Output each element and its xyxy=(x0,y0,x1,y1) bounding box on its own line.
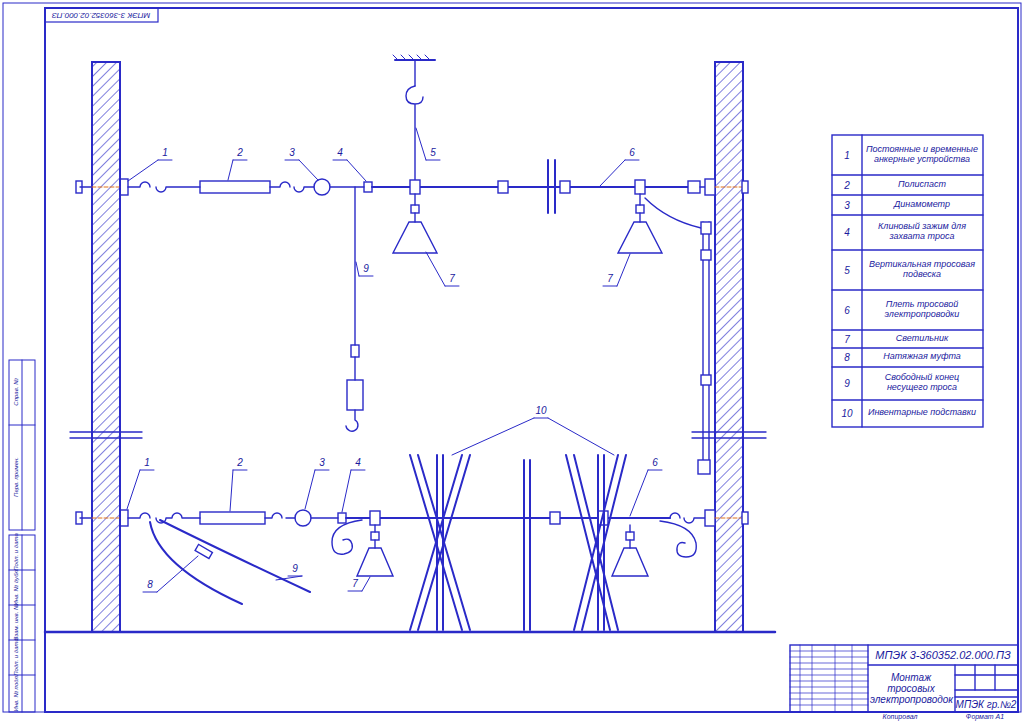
drawing-code: МПЭК 3-360352.02.000.ПЗ xyxy=(875,649,1010,661)
callout-number: 7 xyxy=(607,273,613,284)
table-number: 4 xyxy=(844,227,850,238)
table-number: 7 xyxy=(844,334,850,345)
strip-label: Инв. № подл. xyxy=(13,674,20,711)
table-cell: Светильник xyxy=(864,334,980,344)
table-cell: Натяжная муфта xyxy=(864,352,980,362)
parts-table xyxy=(832,135,983,427)
callout-number: 1 xyxy=(144,457,150,468)
strip-label: Подп. и дата xyxy=(13,533,20,571)
strip-label: Подп. и дата xyxy=(13,638,20,676)
table-number: 1 xyxy=(844,150,850,161)
drawing-title: Монтаж тросовых электропроводок xyxy=(870,672,952,705)
callout-number: 3 xyxy=(289,147,295,158)
outer-frame xyxy=(3,3,1021,712)
floor xyxy=(45,631,775,634)
table-cell: Инвентарные подставки xyxy=(864,408,980,418)
callout-number: 4 xyxy=(355,457,361,468)
leader-lines xyxy=(127,128,662,592)
callout-number: 2 xyxy=(237,147,243,158)
callout-number: 1 xyxy=(162,147,168,158)
footer-note: Копировал xyxy=(883,713,918,721)
callout-number: 10 xyxy=(535,405,546,416)
table-cell: Динамометр xyxy=(864,200,980,210)
title-block xyxy=(790,645,1018,712)
callout-number: 2 xyxy=(237,457,243,468)
callout-number: 6 xyxy=(652,457,658,468)
left-wall xyxy=(92,62,120,632)
table-number: 5 xyxy=(844,265,850,276)
table-cell: Клиновый зажим для захвата троса xyxy=(864,222,980,242)
inner-frame xyxy=(45,8,1018,712)
callout-number: 7 xyxy=(352,578,358,589)
strip-label: Взам. инв. № xyxy=(13,603,20,640)
callout-number: 5 xyxy=(430,147,436,158)
stamp-box xyxy=(45,8,158,22)
callout-number: 8 xyxy=(147,579,153,590)
table-cell: Постоянные и временные анкерные устройст… xyxy=(864,145,980,165)
upper-cable xyxy=(76,160,748,474)
drawing-code: МПЭК 3-360352.02.000.ПЗ xyxy=(52,11,150,20)
callout-number: 6 xyxy=(629,147,635,158)
footer-note: Формат А1 xyxy=(966,713,1004,721)
lower-cable xyxy=(76,455,748,630)
table-number: 8 xyxy=(844,352,850,363)
ceiling-hook xyxy=(393,55,435,180)
callout-number: 7 xyxy=(449,273,455,284)
side-strip xyxy=(9,360,35,712)
callout-number: 9 xyxy=(292,563,298,574)
table-number: 2 xyxy=(844,180,850,191)
strip-label: Инв. № дубл. xyxy=(13,569,20,606)
table-number: 6 xyxy=(844,305,850,316)
table-number: 10 xyxy=(841,408,852,419)
table-number: 3 xyxy=(844,200,850,211)
strip-label: Справ. № xyxy=(13,378,20,405)
table-cell: Свободный конец несущего троса xyxy=(864,373,980,393)
strip-label: Перв. примен. xyxy=(13,457,20,497)
table-cell: Полиспаст xyxy=(864,180,980,190)
table-cell: Вертикальная тросовая подвеска xyxy=(864,260,980,280)
table-cell: Плеть тросовой электропроводки xyxy=(864,300,980,320)
table-number: 9 xyxy=(844,378,850,389)
callout-number: 4 xyxy=(337,147,343,158)
right-wall xyxy=(715,62,743,632)
group-code: МПЭК гр.№2 xyxy=(956,699,1017,710)
callout-number: 9 xyxy=(363,263,369,274)
callout-number: 3 xyxy=(319,457,325,468)
level-marks xyxy=(70,432,766,438)
